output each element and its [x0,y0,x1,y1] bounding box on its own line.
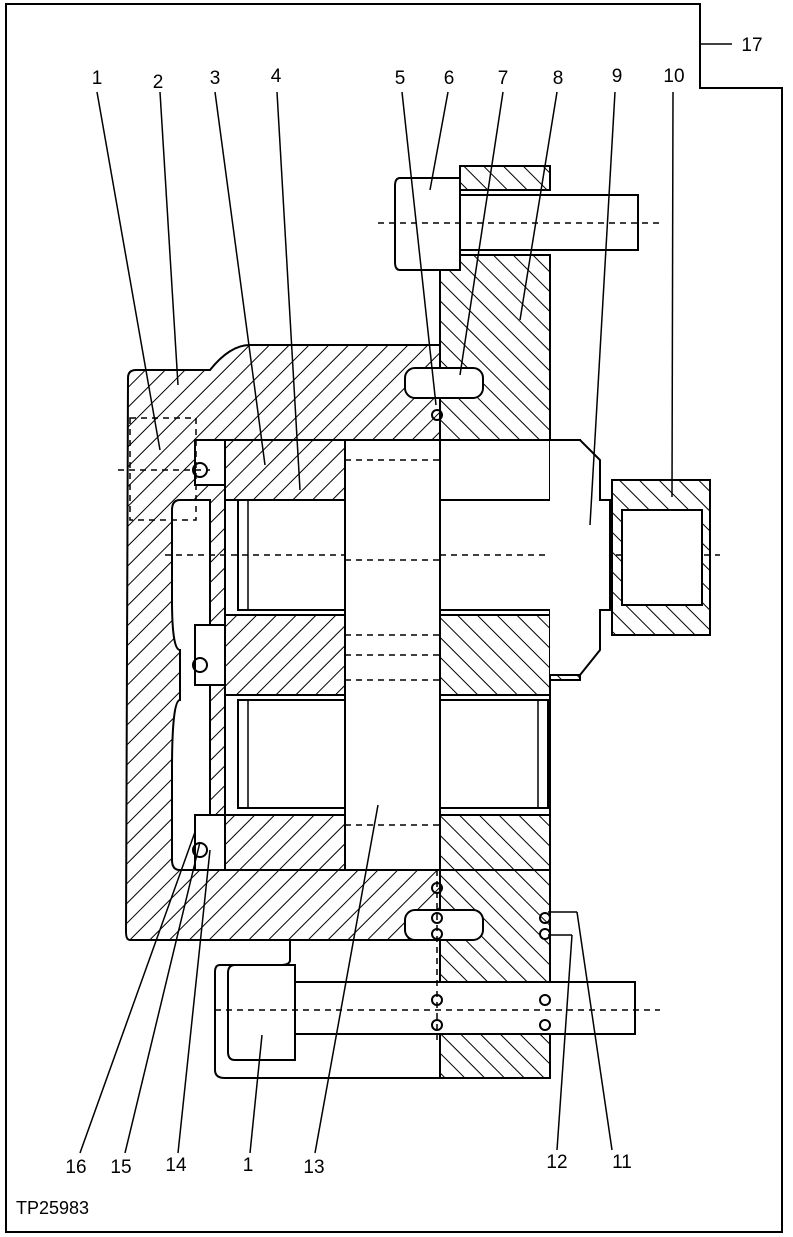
callout-5: 5 [395,68,406,89]
bottom-bolt-recess [214,940,550,1079]
seal-middle [194,624,226,686]
callout-2: 2 [153,72,164,93]
callout-16: 16 [65,1157,86,1178]
leader-lines [79,43,732,1154]
gear-housing-bottom-left [224,814,346,871]
page-frame [5,3,783,1233]
hidden-screw [129,417,197,521]
bottom-dowel [404,909,484,941]
seal-ring [431,912,443,924]
callout-14: 14 [165,1155,187,1176]
seal-ring [539,928,551,940]
seal-ring [539,1019,551,1031]
callout-1-bottom: 1 [243,1155,254,1176]
callout-17: 17 [741,35,762,56]
callout-12: 12 [546,1152,567,1173]
bottom-bolt-head [227,964,296,1061]
seal-ring [431,409,443,421]
seal-ball [192,657,208,673]
callout-13: 13 [303,1157,324,1178]
top-bolt-head [394,177,461,271]
gear-housing-bottom-right [439,814,551,871]
output-hub [550,439,611,676]
gear-housing-top [224,439,346,501]
callout-7: 7 [498,68,509,89]
seal-ring [539,994,551,1006]
callout-8: 8 [553,68,564,89]
gear-housing-mid-right [439,614,551,696]
bottom-bolt-shank [294,981,636,1035]
seal-ring [539,912,551,924]
figure-id: TP25983 [16,1198,89,1218]
callout-11: 11 [612,1152,632,1173]
callout-4: 4 [271,66,282,87]
callout-9: 9 [612,66,623,87]
cover-recess [171,499,211,871]
top-dowel [404,367,484,399]
callout-15: 15 [110,1157,131,1178]
callout-3: 3 [210,68,221,89]
callout-1-top: 1 [92,68,103,89]
callout-6: 6 [444,68,455,89]
gear-housing-mid-left [224,614,346,696]
callout-10: 10 [663,66,684,87]
hex-nut-bore [621,509,703,606]
